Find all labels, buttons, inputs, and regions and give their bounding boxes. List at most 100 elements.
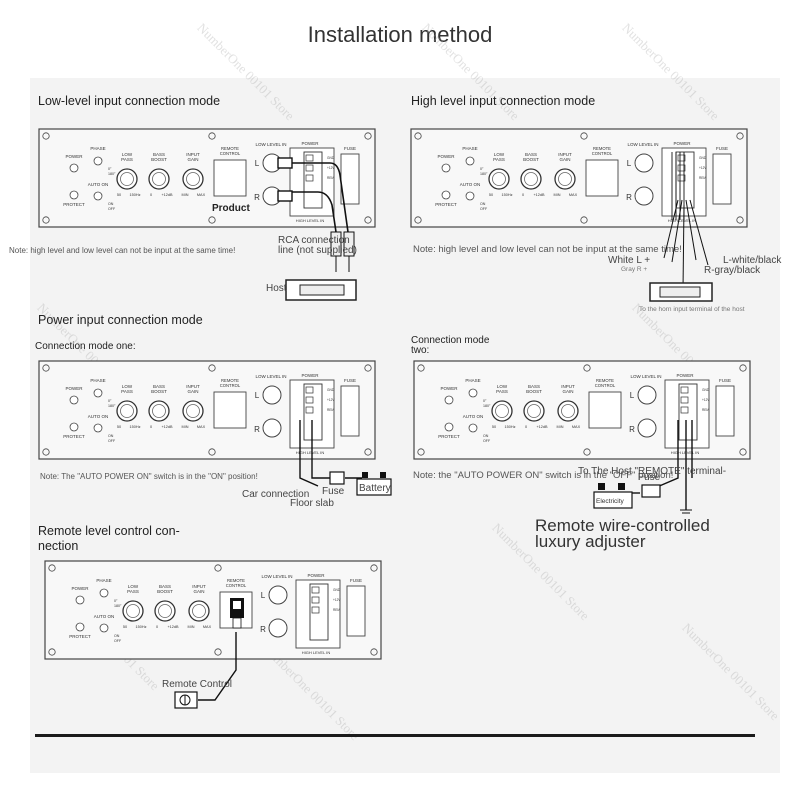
right-channel-label: R [254, 425, 260, 434]
terminal-rem-label: REM [327, 176, 334, 180]
high-level-in-label: HIGH LEVEL IN [302, 650, 331, 655]
terminal-screw [305, 406, 314, 414]
low-level-in-label: LOW LEVEL IN [630, 374, 661, 379]
knob-inner [492, 172, 506, 186]
car-connection-label: Car connection [242, 489, 310, 500]
knob-inner [495, 404, 509, 418]
knob-inner [120, 172, 134, 186]
mounting-hole [417, 364, 425, 372]
terminal-screw [305, 396, 314, 404]
remote-port [585, 159, 619, 197]
mounting-hole [739, 364, 747, 372]
knob-label: INPUT [186, 152, 200, 157]
knob-min-label: 50 [123, 625, 127, 629]
right-channel-label: R [260, 625, 266, 634]
mode-two-heading: Connection mode two: [411, 336, 489, 356]
fuse-holder [715, 385, 735, 437]
knob-label: GAIN [562, 389, 573, 394]
terminal-screw [305, 174, 314, 182]
l-white-black-label: L-white/black [723, 255, 782, 266]
low-level-in-label: LOW LEVEL IN [261, 574, 292, 579]
rca-jack-right-icon [637, 418, 657, 438]
knob-min-label: MIN [554, 193, 561, 197]
fuse-holder [340, 153, 360, 205]
protect-led-icon [441, 190, 451, 200]
knob-max-label: MAX [203, 625, 212, 629]
phase-180-label: 180° [483, 404, 491, 408]
mounting-hole [364, 216, 372, 224]
knob-label: INPUT [561, 384, 575, 389]
knob-inner [558, 172, 572, 186]
knob-inner [152, 404, 166, 418]
terminal-screw [305, 386, 314, 394]
power-led-icon [441, 163, 451, 173]
terminal-12v-label: +12V [702, 398, 710, 402]
fuse-label: FUSE [719, 378, 731, 383]
remote-port [213, 391, 247, 429]
power-label: POWER [65, 386, 83, 391]
rca-jack-right-icon [268, 618, 288, 638]
rca-jack-right-icon [262, 418, 282, 438]
terminal-gnd-label: GND [702, 388, 710, 392]
remote-control-label: CONTROL [592, 151, 613, 156]
auto-on-switch [465, 191, 475, 201]
protect-led-icon [444, 422, 454, 432]
knob-label: BASS [525, 152, 537, 157]
rca-jack-left-icon [637, 385, 657, 405]
terminal-12v-label: +12V [327, 398, 335, 402]
off-label: OFF [483, 439, 491, 443]
phase-switch [93, 156, 103, 166]
protect-label: PROTECT [69, 634, 91, 639]
mounting-hole [370, 648, 378, 656]
input-gain-knob-icon [182, 168, 204, 190]
power-block-label: POWER [301, 141, 319, 146]
mounting-hole [208, 364, 216, 372]
low-level-note: Note: high level and low level can not b… [9, 246, 236, 255]
mounting-hole [414, 216, 422, 224]
phase-label: PHASE [96, 578, 111, 583]
high-level-heading: High level input connection mode [411, 94, 596, 108]
fuse-label-mode-two: Fuse [638, 472, 661, 483]
fuse-label: FUSE [344, 146, 356, 151]
phase-0-label: 0° [483, 399, 487, 403]
on-label: ON [108, 434, 114, 438]
terminal-12v-label: +12V [333, 598, 341, 602]
horn-input-note: To the horn input terminal of the host [639, 306, 745, 313]
low-pass-knob-icon [122, 600, 144, 622]
mounting-hole [48, 648, 56, 656]
fuse-holder [346, 585, 366, 637]
knob-label: PASS [493, 157, 505, 162]
knob-label: PASS [496, 389, 508, 394]
knob-label: BOOST [151, 157, 167, 162]
rca-jack-left-icon [268, 585, 288, 605]
on-label: ON [483, 434, 489, 438]
terminal-screw [677, 154, 686, 162]
remote-control-label: CONTROL [595, 383, 616, 388]
mounting-hole [414, 132, 422, 140]
fuse-label: FUSE [350, 578, 362, 583]
knob-label: BOOST [151, 389, 167, 394]
rca-jack-left-icon [634, 153, 654, 173]
power-label: POWER [440, 386, 458, 391]
phase-label: PHASE [90, 378, 105, 383]
fuse-label: FUSE [344, 378, 356, 383]
knob-max-label: MAX [197, 193, 206, 197]
remote-control-label: REMOTE [593, 146, 611, 151]
protect-label: PROTECT [63, 434, 85, 439]
mode-two-note: Note: the "AUTO POWER ON" switch is in t… [413, 470, 674, 481]
knob-label: GAIN [193, 589, 204, 594]
rca-label-line-2: line (not supplied) [278, 245, 357, 256]
power-block-label: POWER [301, 373, 319, 378]
knob-min-label: MIN [557, 425, 564, 429]
knob-min-label: 50 [117, 425, 121, 429]
knob-max-label: 150Hz [136, 625, 147, 629]
auto-on-label: AUTO ON [460, 182, 480, 187]
mounting-hole [42, 448, 50, 456]
knob-inner [120, 404, 134, 418]
on-label: ON [480, 202, 486, 206]
knob-min-label: 0 [522, 193, 524, 197]
rca-jack-right-icon [634, 186, 654, 206]
knob-inner [186, 404, 200, 418]
right-channel-label: R [629, 425, 635, 434]
